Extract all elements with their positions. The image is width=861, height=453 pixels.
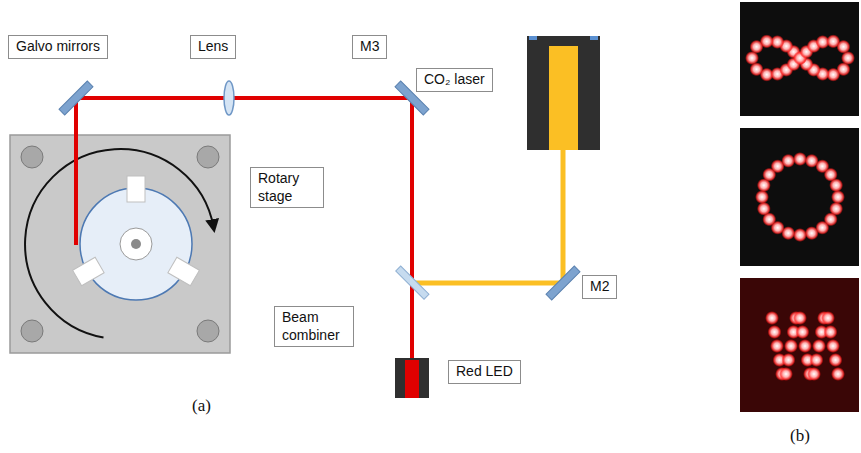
part-label: Galvo mirrors bbox=[8, 35, 108, 59]
led-dot bbox=[807, 367, 821, 381]
led-dot bbox=[757, 202, 771, 216]
panel-letter: (a) bbox=[192, 396, 211, 416]
led-dot bbox=[793, 311, 807, 325]
led-dot bbox=[812, 339, 826, 353]
co2-laser-body bbox=[527, 36, 600, 150]
led-dot bbox=[798, 339, 812, 353]
part-label: Red LED bbox=[448, 360, 521, 384]
panel-letter: (b) bbox=[790, 426, 810, 446]
led-dot bbox=[836, 40, 850, 54]
led-dot bbox=[831, 367, 845, 381]
part-label: M2 bbox=[582, 275, 617, 299]
label-text: Galvo mirrors bbox=[16, 38, 100, 56]
led-dot bbox=[779, 367, 793, 381]
red-beam bbox=[76, 98, 412, 360]
led-dot bbox=[824, 325, 838, 339]
led-dot bbox=[829, 178, 843, 192]
photo-pattern bbox=[740, 278, 859, 412]
label-text: Lens bbox=[198, 38, 228, 56]
led-dot bbox=[770, 339, 784, 353]
led-dot bbox=[781, 154, 795, 168]
mirror-m2 bbox=[546, 266, 580, 300]
beam-combiner bbox=[396, 266, 429, 299]
led-dot bbox=[768, 325, 782, 339]
led-dot bbox=[765, 311, 779, 325]
photo-infinity bbox=[740, 2, 859, 116]
led-dot bbox=[826, 339, 840, 353]
led-dot bbox=[831, 190, 845, 204]
led-dot bbox=[805, 226, 819, 240]
led-dot bbox=[784, 339, 798, 353]
galvo-mirror bbox=[59, 81, 93, 115]
photo-circle bbox=[740, 128, 859, 266]
led-dot bbox=[782, 353, 796, 367]
led-dot bbox=[793, 228, 807, 242]
label-text: Rotary stage bbox=[258, 170, 316, 205]
led-dot bbox=[796, 325, 810, 339]
label-text: M2 bbox=[590, 278, 609, 296]
part-label: CO₂ laser bbox=[416, 68, 493, 92]
led-dot bbox=[793, 152, 807, 166]
label-text: Beam combiner bbox=[282, 309, 346, 344]
label-text: Red LED bbox=[456, 363, 513, 381]
led-dot bbox=[755, 190, 769, 204]
label-text: M3 bbox=[360, 38, 379, 56]
rotary-stage bbox=[10, 135, 230, 353]
part-label: Lens bbox=[190, 35, 236, 59]
part-label: Beam combiner bbox=[274, 306, 354, 347]
led-dot bbox=[829, 353, 843, 367]
co2-beam bbox=[412, 150, 563, 283]
led-dots bbox=[745, 34, 855, 381]
part-label: M3 bbox=[352, 35, 387, 59]
led-dot bbox=[810, 353, 824, 367]
red-led-body bbox=[395, 358, 429, 398]
label-text: CO₂ laser bbox=[424, 71, 485, 89]
led-dot bbox=[821, 311, 835, 325]
lens bbox=[224, 81, 234, 115]
part-label: Rotary stage bbox=[250, 167, 324, 208]
